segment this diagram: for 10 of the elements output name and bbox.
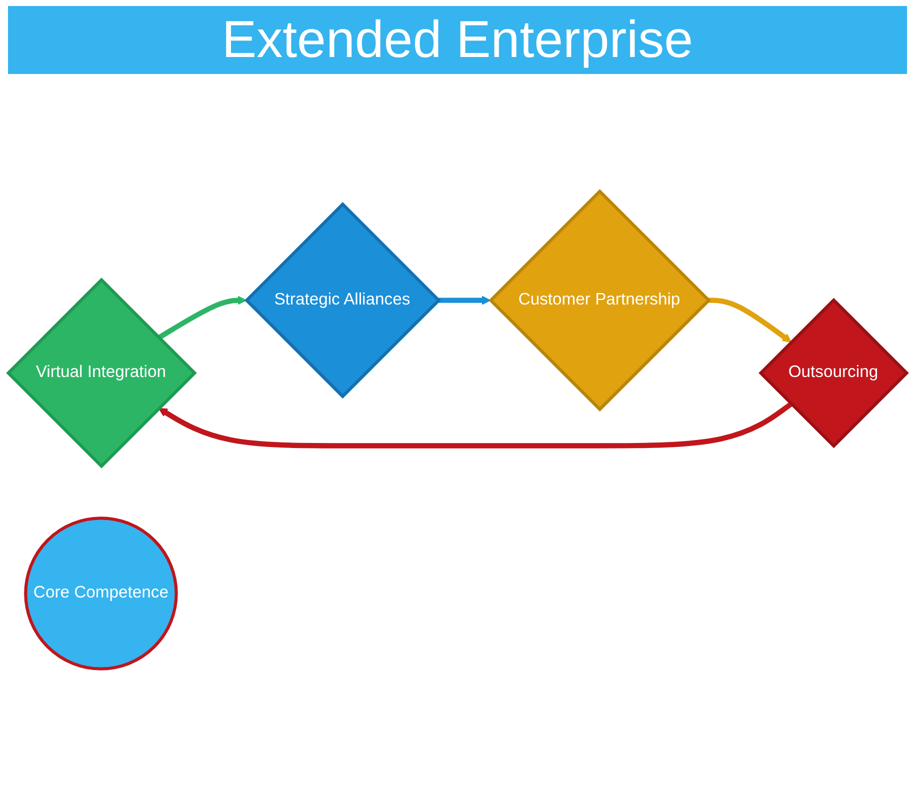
node-diamond: Outsourcing bbox=[758, 298, 909, 448]
arrow bbox=[158, 402, 793, 448]
arrow bbox=[438, 296, 491, 305]
node-diamond: Customer Partnership bbox=[488, 189, 711, 412]
arrow bbox=[157, 296, 247, 340]
node-circle: Core Competence bbox=[24, 516, 178, 670]
node-diamond: Strategic Alliances bbox=[244, 202, 441, 399]
title: Extended Enterprise bbox=[8, 6, 907, 74]
arrow bbox=[708, 298, 792, 342]
node-diamond: Virtual Integration bbox=[6, 278, 197, 468]
